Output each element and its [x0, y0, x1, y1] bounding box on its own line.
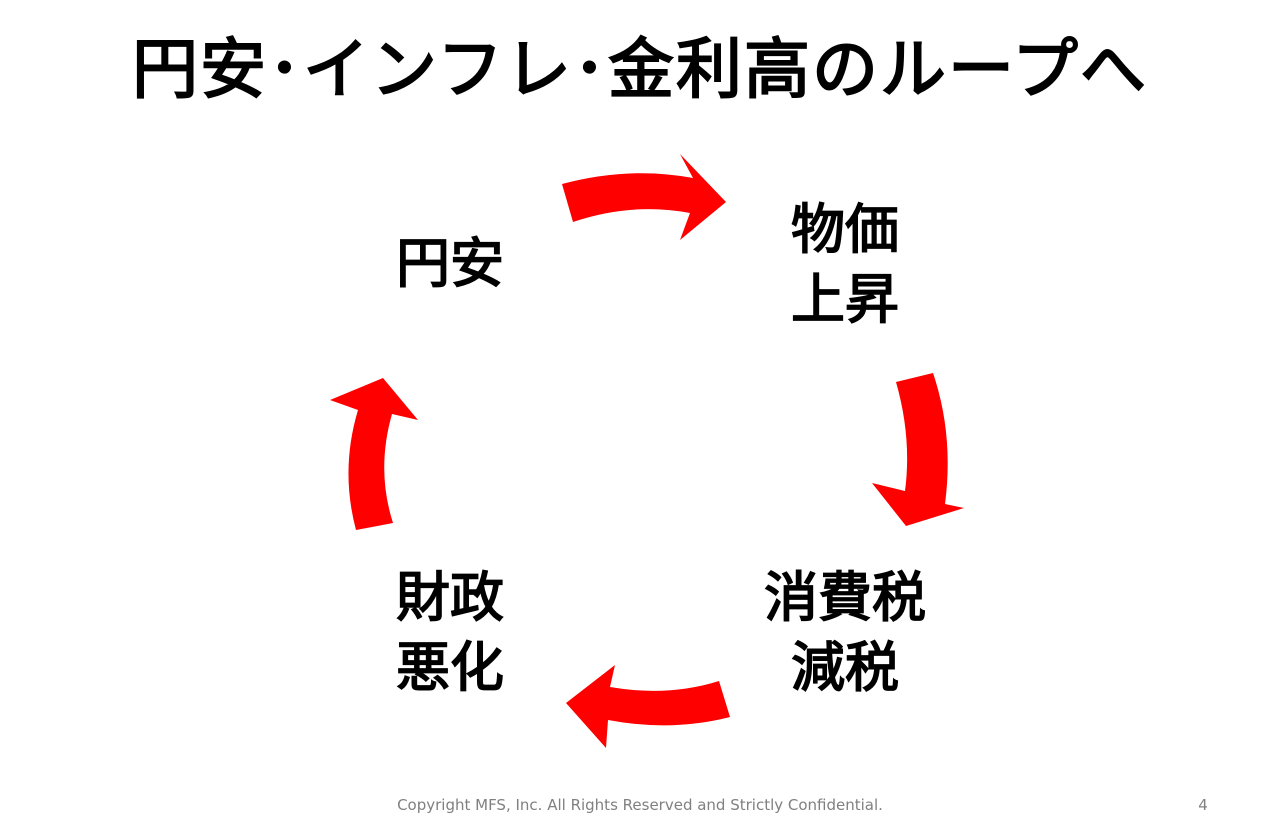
- arrow-tax-to-fiscal: [566, 665, 730, 748]
- node-price-line1: 物価: [791, 198, 899, 261]
- node-tax-line1: 消費税: [764, 566, 926, 629]
- footer-copyright: Copyright MFS, Inc. All Rights Reserved …: [397, 796, 883, 814]
- node-fiscal-line2: 悪化: [396, 636, 504, 699]
- arrow-yen-to-price: [562, 154, 726, 240]
- footer-page-number: 4: [1198, 796, 1208, 814]
- slide-title: 円安･インフレ･金利高のループへ: [131, 31, 1149, 108]
- node-yen-depreciation: 円安: [340, 229, 560, 299]
- node-fiscal-deterioration: 財政 悪化: [340, 563, 560, 703]
- node-price-rise: 物価 上昇: [735, 195, 955, 335]
- arrow-fiscal-to-yen: [330, 378, 418, 530]
- node-yen-label: 円安: [396, 232, 504, 295]
- node-fiscal-line1: 財政: [396, 566, 504, 629]
- node-price-line2: 上昇: [791, 268, 899, 331]
- node-tax-line2: 減税: [791, 636, 899, 699]
- arrow-price-to-tax: [872, 373, 964, 526]
- node-consumption-tax-cut: 消費税 減税: [730, 563, 960, 703]
